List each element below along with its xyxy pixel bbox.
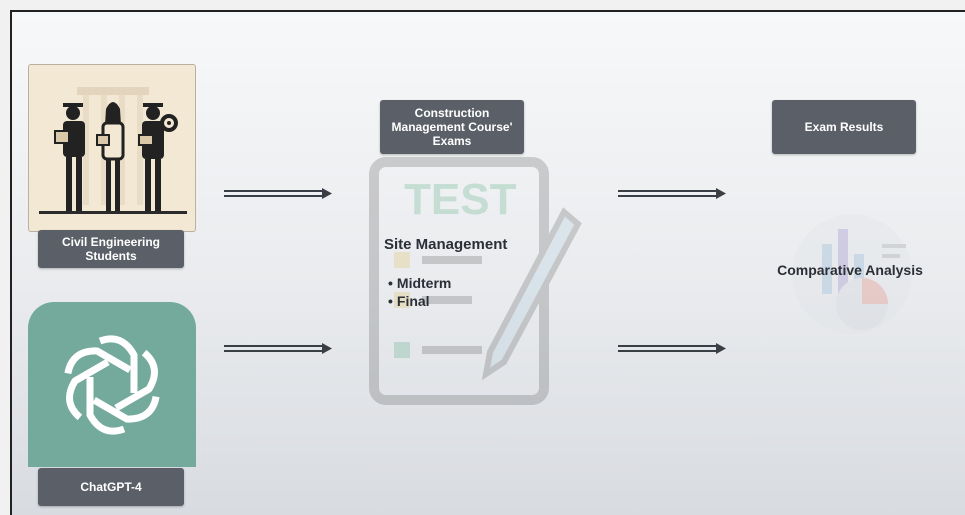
exam-item-midterm: Midterm bbox=[388, 274, 451, 292]
analysis-chart-icon bbox=[792, 214, 912, 334]
diagram-canvas: Civil Engineering Students ChatGPT-4 Con… bbox=[10, 10, 965, 515]
pencil-icon bbox=[481, 207, 582, 381]
results-header: Exam Results bbox=[772, 100, 916, 154]
chatgpt-label: ChatGPT-4 bbox=[38, 468, 184, 506]
exam-subject: Site Management bbox=[384, 236, 508, 253]
openai-logo-icon bbox=[64, 334, 160, 435]
arrow-exam-to-results-bottom bbox=[618, 343, 726, 354]
top-margin bbox=[0, 0, 965, 10]
svg-text:TEST: TEST bbox=[404, 175, 517, 224]
students-illustration bbox=[28, 64, 196, 232]
comparative-analysis: Comparative Analysis bbox=[777, 262, 923, 278]
left-margin bbox=[0, 0, 10, 515]
students-label: Civil Engineering Students bbox=[38, 230, 184, 268]
exam-items: Midterm Final bbox=[388, 274, 451, 310]
exam-header: Construction Management Course' Exams bbox=[380, 100, 524, 154]
students-icon bbox=[39, 87, 187, 214]
arrow-gpt-to-exam bbox=[224, 343, 332, 354]
exam-item-final: Final bbox=[388, 292, 451, 310]
chatgpt-tile bbox=[28, 302, 196, 467]
arrow-students-to-exam bbox=[224, 188, 332, 199]
arrow-exam-to-results-top bbox=[618, 188, 726, 199]
